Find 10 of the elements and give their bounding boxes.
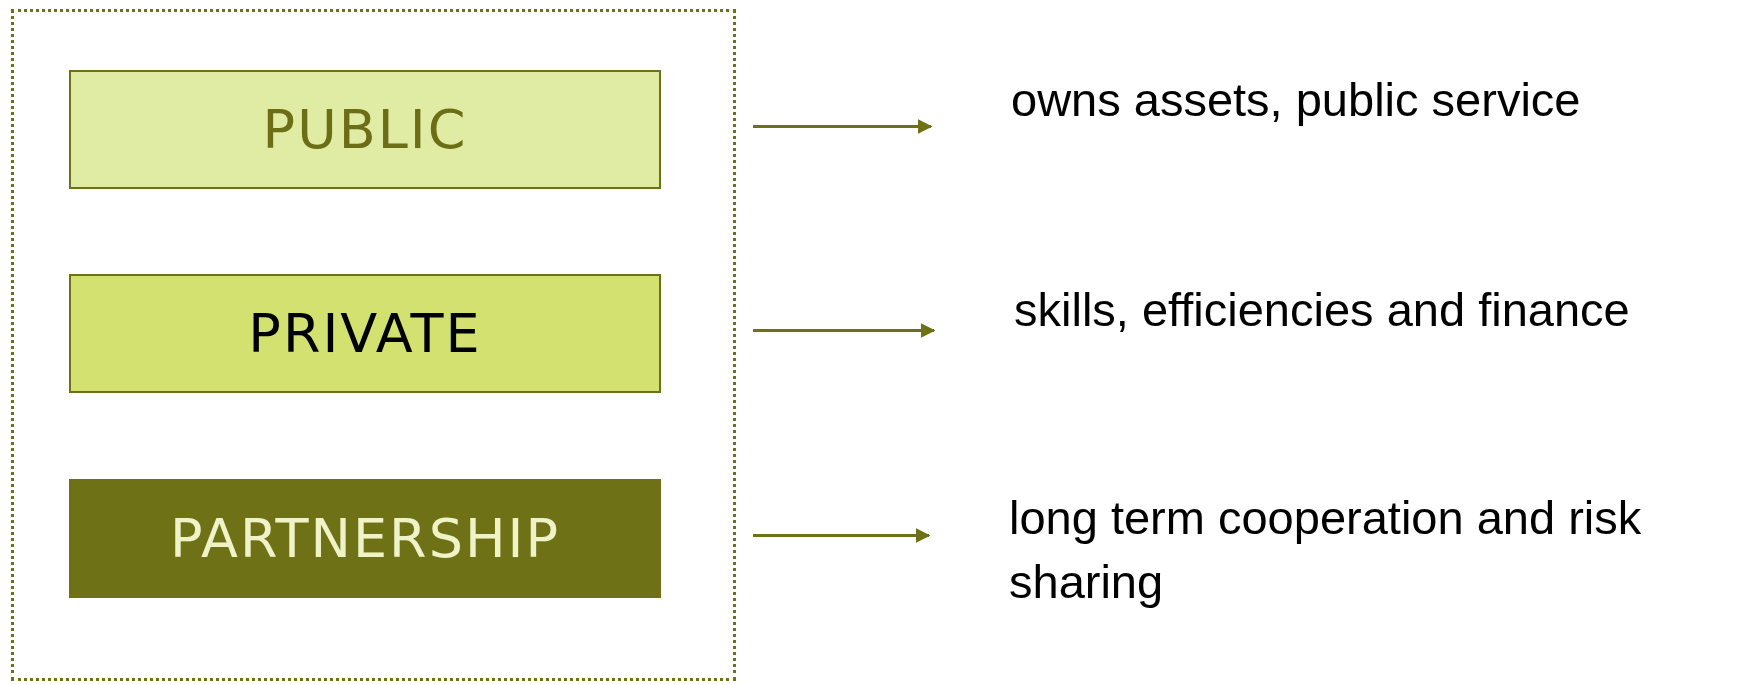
description-text: long term cooperation and risk sharing [1009, 486, 1739, 614]
description-text: skills, efficiencies and finance [1014, 278, 1739, 342]
category-box: PARTNERSHIP [69, 479, 661, 598]
arrow [753, 323, 936, 338]
arrow [753, 528, 931, 543]
arrow [753, 119, 933, 134]
category-box: PRIVATE [69, 274, 661, 393]
category-box: PUBLIC [69, 70, 661, 189]
description-text: owns assets, public service [1011, 68, 1691, 132]
dotted-frame [11, 9, 736, 681]
